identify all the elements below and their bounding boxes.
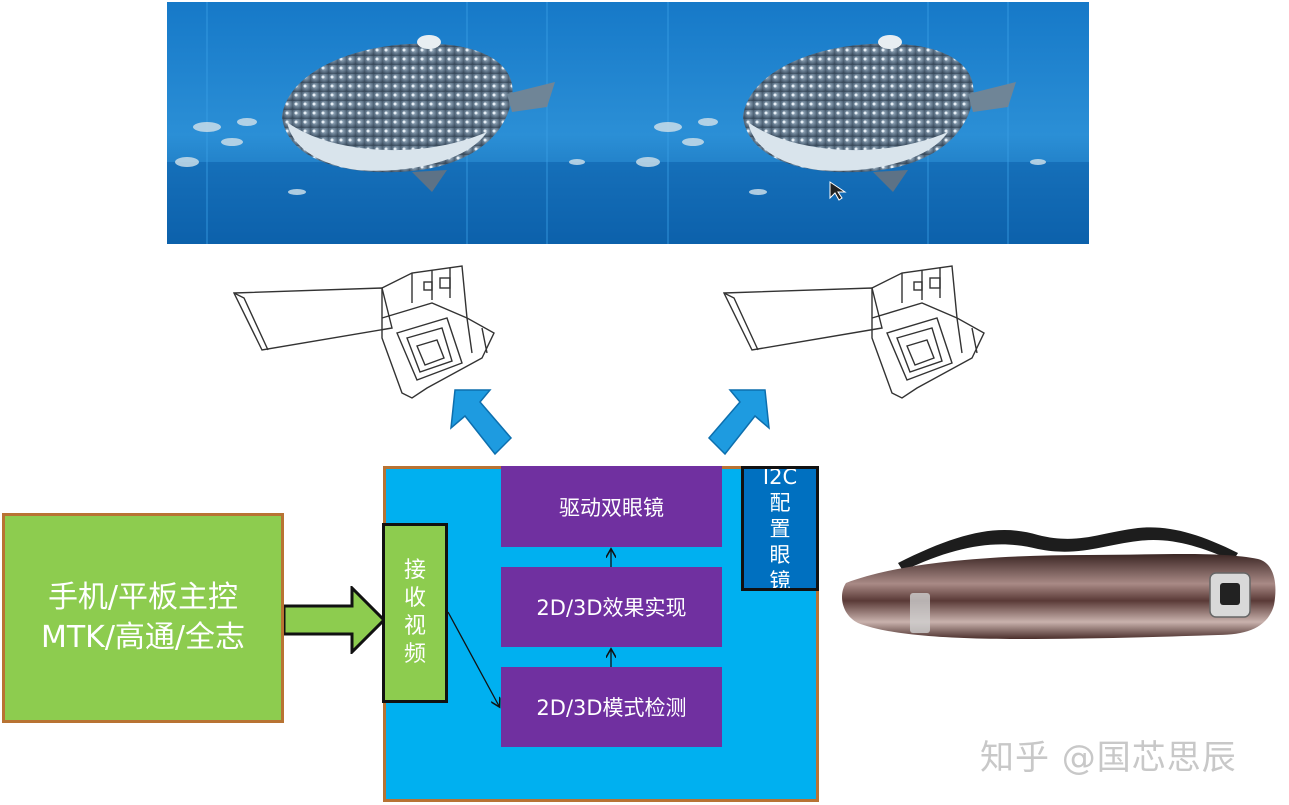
i2c-config-box: I2C 配 置 眼 镜 (741, 466, 819, 591)
detect-label: 2D/3D模式检测 (536, 692, 686, 722)
effect-label: 2D/3D效果实现 (536, 592, 686, 622)
i2c-char-4: 眼 (770, 542, 791, 568)
i2c-char-1: I2C (763, 466, 797, 490)
drive-glasses-box: 驱动双眼镜 (501, 466, 722, 547)
receive-char-4: 频 (404, 641, 426, 669)
host-line-2: MTK/高通/全志 (41, 618, 245, 658)
detect-box: 2D/3D模式检测 (501, 667, 722, 747)
drive-label: 驱动双眼镜 (559, 492, 664, 522)
mouse-cursor-icon (828, 180, 854, 202)
host-line-1: 手机/平板主控 (48, 578, 238, 618)
up-arrow-right (705, 388, 775, 458)
receive-char-2: 收 (404, 585, 426, 613)
i2c-char-5: 镜 (770, 568, 791, 592)
receive-char-3: 视 (404, 613, 426, 641)
stereo-whale-shark-image (167, 2, 1089, 244)
receive-char-1: 接 (404, 557, 426, 585)
receive-video-box: 接 收 视 频 (382, 523, 448, 703)
i2c-char-2: 配 (770, 490, 791, 516)
optical-module-left (232, 258, 502, 408)
effect-box: 2D/3D效果实现 (501, 567, 722, 647)
host-controller-box: 手机/平板主控 MTK/高通/全志 (2, 513, 284, 723)
watermark: 知乎 @国芯思辰 (980, 730, 1237, 779)
optical-module-right (722, 258, 992, 408)
input-arrow (284, 586, 386, 654)
video-glasses-photo (838, 523, 1280, 645)
up-arrow-left (445, 388, 515, 458)
i2c-char-3: 置 (770, 516, 791, 542)
